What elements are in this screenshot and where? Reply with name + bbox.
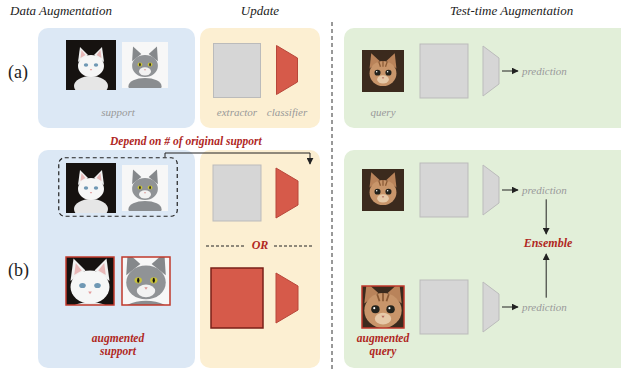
augmented-image <box>53 248 128 332</box>
support-set: support <box>62 38 174 92</box>
test-time-panel <box>344 150 621 368</box>
update-panel <box>200 28 320 128</box>
update-panel <box>200 150 320 368</box>
augmented-frame <box>122 257 170 305</box>
classifier-shape <box>276 273 298 323</box>
augmented-frame <box>362 286 404 328</box>
augmentation-panel <box>38 28 195 128</box>
extractor-box <box>420 44 468 98</box>
or-separator <box>274 246 314 247</box>
classifier-shape <box>276 168 298 218</box>
prediction-label: prediction <box>522 301 567 314</box>
extractor-box: extractor <box>213 43 261 98</box>
original-support-group: Depend on # of original support <box>58 157 178 217</box>
extractor-box <box>420 280 468 334</box>
column-heading: Data Augmentation <box>10 4 112 19</box>
extractor-rect <box>214 44 261 98</box>
ensemble-label-text: Ensemble <box>524 237 573 251</box>
classifier-shape <box>483 165 499 215</box>
augmentation-panel <box>38 150 195 368</box>
original-support-group-outline <box>58 157 178 217</box>
query-image <box>362 50 404 92</box>
row-label: (a) <box>8 62 28 83</box>
classifier-shape-text: classifier <box>267 106 307 119</box>
extractor-box <box>420 163 468 217</box>
ensemble-arrow <box>546 199 547 234</box>
augmented-query: augmented query <box>352 286 414 328</box>
extractor-box-outline <box>213 43 261 98</box>
arrow <box>502 190 518 191</box>
classifier-trapezoid <box>277 46 298 95</box>
support-image <box>66 40 116 96</box>
or-separator <box>206 246 246 247</box>
prediction-label: prediction <box>522 184 567 197</box>
augmented-query-text: augmented query <box>348 332 418 358</box>
extractor-box <box>213 165 261 221</box>
ensemble-arrow <box>546 254 547 298</box>
prediction-label-text: prediction <box>522 184 567 197</box>
prediction-label-text: prediction <box>522 65 567 78</box>
ensemble-label: Ensemble <box>524 237 573 251</box>
augmented-query-image <box>354 278 412 336</box>
arrow <box>502 71 518 72</box>
extractor-box-text: extractor <box>217 106 257 119</box>
or-label: OR <box>250 239 271 253</box>
prediction-label-text: prediction <box>522 301 567 314</box>
classifier-shape <box>483 282 499 332</box>
support-set-text: support <box>101 106 135 119</box>
query-image: query <box>362 50 404 92</box>
prediction-label: prediction <box>522 65 567 78</box>
augmented-frame <box>66 257 114 305</box>
divider-line <box>332 22 333 372</box>
support-image <box>122 165 168 217</box>
updated-extractor-box <box>211 268 263 328</box>
test-time-panel <box>344 28 621 128</box>
augmented-support: augmented support <box>62 257 174 305</box>
original-support-group-text: Depend on # of original support <box>110 135 262 148</box>
augmented-support-text: augmented support <box>81 332 155 358</box>
row-label: (b) <box>8 260 29 281</box>
arrow <box>502 307 518 308</box>
classifier-shape <box>483 46 499 96</box>
support-image <box>66 163 116 219</box>
query-image-text: query <box>370 106 395 119</box>
column-heading: Update <box>241 4 279 19</box>
classifier-shape-outline <box>276 45 298 95</box>
augmented-image <box>111 246 182 326</box>
classifier-shape: classifier <box>276 45 298 95</box>
support-image <box>122 42 168 94</box>
dependency-arrow <box>165 153 310 164</box>
query-image <box>362 169 404 211</box>
dashed-bracket <box>59 158 178 217</box>
column-heading: Test-time Augmentation <box>450 4 573 19</box>
